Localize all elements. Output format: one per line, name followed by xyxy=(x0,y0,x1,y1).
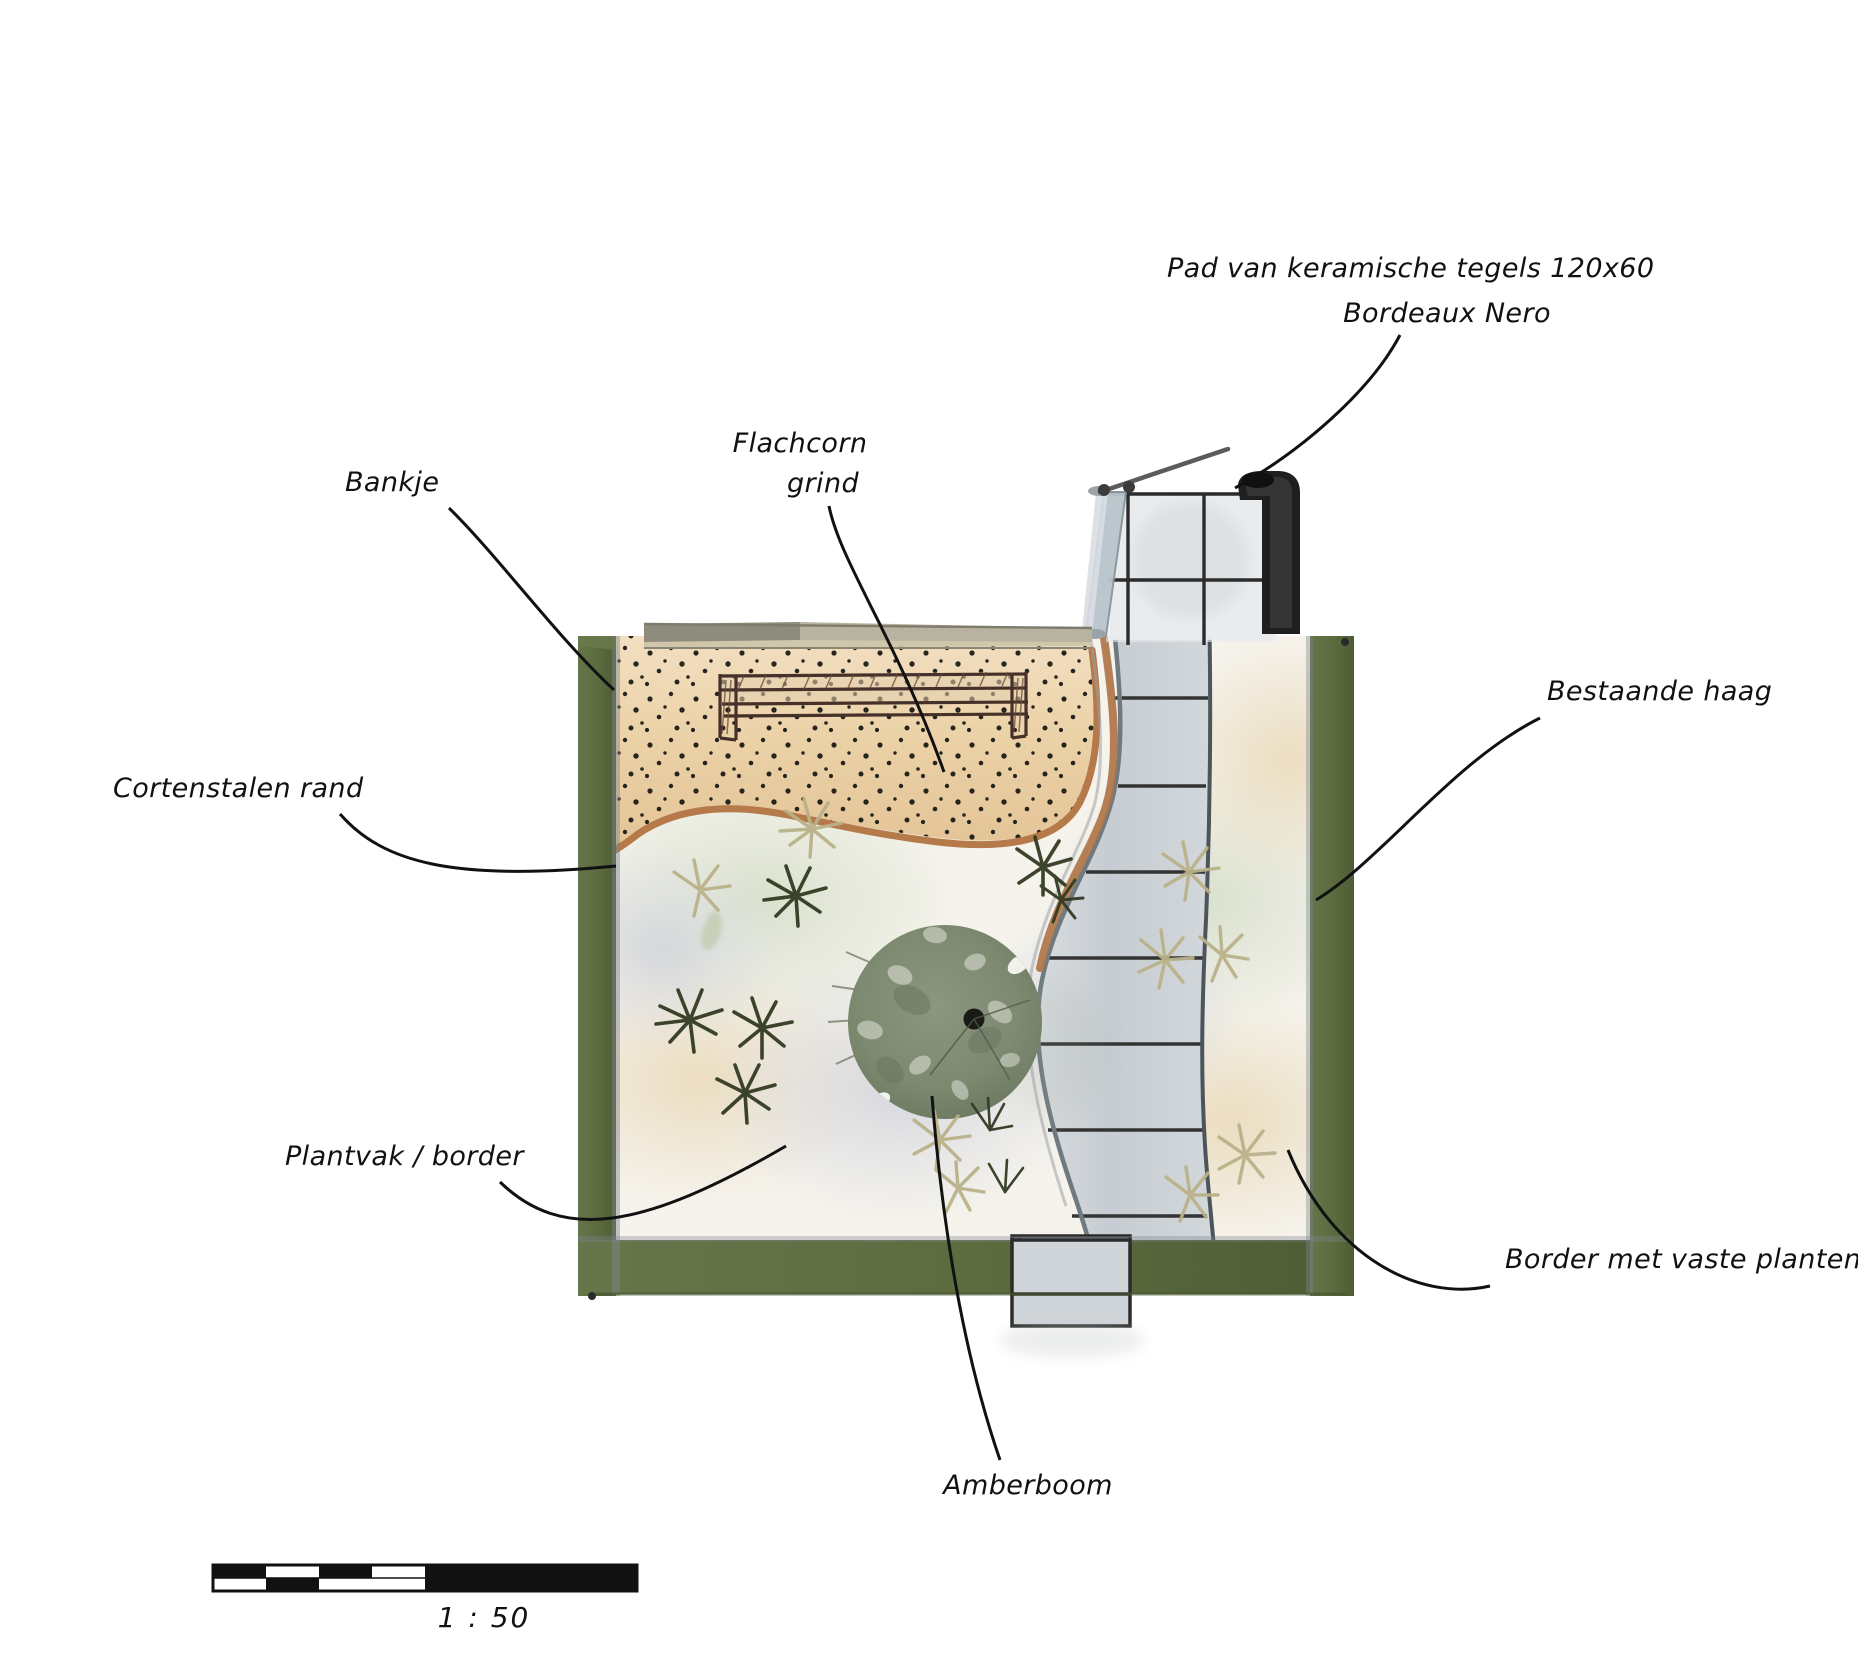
entrance-structure xyxy=(1082,446,1300,645)
annotation-cortenstalen-rand: Cortenstalen rand xyxy=(113,773,617,873)
annotation-label-line1: Flachcorn xyxy=(733,428,868,459)
leader-line xyxy=(447,506,616,692)
annotation-plantvak-border: Plantvak / border xyxy=(285,1141,787,1221)
downspout-pipe xyxy=(1238,471,1300,634)
annotation-label-line1: Border met vaste planten xyxy=(1505,1244,1858,1275)
annotation-border-vaste-planten: Border met vaste planten xyxy=(1286,1149,1858,1291)
annotation-amberboom: Amberboom xyxy=(930,1095,1113,1501)
annotation-label-line2: grind xyxy=(787,468,859,499)
bench-bankje xyxy=(718,671,1029,742)
annotation-label-line1: Bestaande haag xyxy=(1547,676,1772,707)
garden-plan-drawing xyxy=(578,446,1354,1358)
leader-line xyxy=(1286,1149,1491,1291)
annotation-label-line1: Amberboom xyxy=(941,1470,1113,1501)
perennial-plants xyxy=(654,797,1277,1223)
annotation-pad-keramische-tegels: Pad van keramische tegels 120x60 Bordeau… xyxy=(1167,253,1654,490)
annotation-flachcorn-grind: Flachcorn grind xyxy=(733,428,946,773)
ceramic-tile-path xyxy=(1026,636,1220,1294)
annotation-bankje: Bankje xyxy=(345,467,616,692)
annotation-label-line1: Cortenstalen rand xyxy=(113,773,364,804)
annotation-layer: Pad van keramische tegels 120x60 Bordeau… xyxy=(113,253,1858,1501)
corten-steel-edge xyxy=(596,646,1101,864)
scale-label: 1 : 50 xyxy=(438,1601,531,1634)
leader-line xyxy=(1315,716,1541,902)
annotation-label-line1: Plantvak / border xyxy=(285,1141,525,1172)
annotation-label-line2: Bordeaux Nero xyxy=(1343,298,1551,329)
annotation-bestaande-haag: Bestaande haag xyxy=(1315,676,1772,902)
leader-line xyxy=(1234,334,1402,490)
leader-line xyxy=(498,1144,787,1221)
leader-line xyxy=(930,1095,1002,1461)
terrace-top-edge xyxy=(643,622,1093,649)
annotation-label-line1: Bankje xyxy=(345,467,439,498)
glass-flap xyxy=(1082,486,1128,639)
leader-line xyxy=(338,813,617,873)
scale-bar: 1 : 50 xyxy=(211,1563,639,1634)
existing-hedge xyxy=(578,636,1354,1300)
leader-line xyxy=(827,505,946,773)
annotation-label-line1: Pad van keramische tegels 120x60 xyxy=(1167,253,1654,284)
